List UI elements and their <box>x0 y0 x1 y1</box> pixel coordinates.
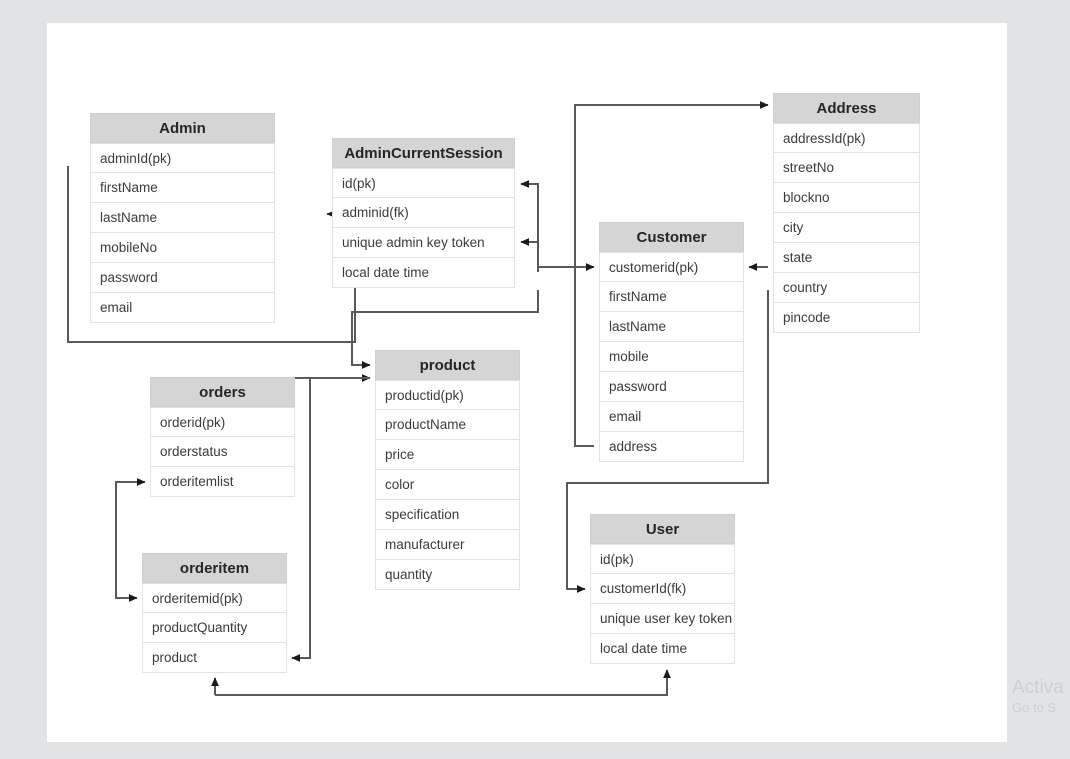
entity-admin-field-0: adminId(pk) <box>90 143 275 173</box>
entity-admincurrentsession-field-3: local date time <box>332 258 515 288</box>
entity-admin-field-1: firstName <box>90 173 275 203</box>
entity-user-title: User <box>590 514 735 544</box>
entity-customer-title: Customer <box>599 222 744 252</box>
entity-product-field-5: manufacturer <box>375 530 520 560</box>
entity-customer-field-5: email <box>599 402 744 432</box>
entity-customer-field-1: firstName <box>599 282 744 312</box>
entity-admincurrentsession-title: AdminCurrentSession <box>332 138 515 168</box>
entity-product-field-3: color <box>375 470 520 500</box>
entity-admin-field-3: mobileNo <box>90 233 275 263</box>
entity-user-field-1: customerId(fk) <box>590 574 735 604</box>
entity-admincurrentsession-field-2: unique admin key token <box>332 228 515 258</box>
entity-admincurrentsession[interactable]: AdminCurrentSession id(pk) adminid(fk) u… <box>332 138 515 288</box>
connector-trunk-to-session-id <box>520 180 539 272</box>
connector-session-to-product <box>351 322 371 369</box>
entity-customer-field-4: password <box>599 372 744 402</box>
entity-admin[interactable]: Admin adminId(pk) firstName lastName mob… <box>90 113 275 323</box>
entity-orderitem[interactable]: orderitem orderitemid(pk) productQuantit… <box>142 553 287 673</box>
entity-user-field-0: id(pk) <box>590 544 735 574</box>
entity-product-field-2: price <box>375 440 520 470</box>
entity-product[interactable]: product productid(pk) productName price … <box>375 350 520 590</box>
entity-admincurrentsession-field-0: id(pk) <box>332 168 515 198</box>
entity-admincurrentsession-field-1: adminid(fk) <box>332 198 515 228</box>
entity-address-field-1: streetNo <box>773 153 920 183</box>
entity-orders-field-2: orderitemlist <box>150 467 295 497</box>
watermark-subtitle: Go to S <box>1012 700 1057 715</box>
entity-address-field-5: country <box>773 273 920 303</box>
connector-orderitem-to-orders <box>115 478 146 490</box>
entity-address-title: Address <box>773 93 920 123</box>
entity-user-field-3: local date time <box>590 634 735 664</box>
entity-user[interactable]: User id(pk) customerId(fk) unique user k… <box>590 514 735 664</box>
entity-product-field-4: specification <box>375 500 520 530</box>
windows-activation-watermark: Activa Go to S <box>1012 676 1070 716</box>
connector-orders-to-orderitem <box>115 481 145 602</box>
connector-product-to-orderitem <box>291 377 370 662</box>
entity-customer-field-6: address <box>599 432 744 462</box>
entity-admin-title: Admin <box>90 113 275 143</box>
entity-customer-field-3: mobile <box>599 342 744 372</box>
entity-orders-field-1: orderstatus <box>150 437 295 467</box>
entity-product-title: product <box>375 350 520 380</box>
entity-customer[interactable]: Customer customerid(pk) firstName lastNa… <box>599 222 744 462</box>
entity-admin-field-2: lastName <box>90 203 275 233</box>
entity-orders-title: orders <box>150 377 295 407</box>
entity-user-field-2: unique user key token <box>590 604 735 634</box>
entity-product-field-1: productName <box>375 410 520 440</box>
entity-address[interactable]: Address addressId(pk) streetNo blockno c… <box>773 93 920 333</box>
connector-trunk-tail <box>351 290 539 322</box>
entity-admin-field-5: email <box>90 293 275 323</box>
entity-address-field-4: state <box>773 243 920 273</box>
entity-orderitem-field-1: productQuantity <box>142 613 287 643</box>
entity-address-field-0: addressId(pk) <box>773 123 920 153</box>
entity-address-field-2: blockno <box>773 183 920 213</box>
entity-orderitem-title: orderitem <box>142 553 287 583</box>
entity-address-field-6: pincode <box>773 303 920 333</box>
entity-product-field-0: productid(pk) <box>375 380 520 410</box>
entity-customer-field-2: lastName <box>599 312 744 342</box>
entity-product-field-6: quantity <box>375 560 520 590</box>
connector-orderitem-to-user <box>215 669 671 696</box>
entity-address-field-3: city <box>773 213 920 243</box>
entity-customer-field-0: customerid(pk) <box>599 252 744 282</box>
entity-orders[interactable]: orders orderid(pk) orderstatus orderitem… <box>150 377 295 497</box>
entity-orders-field-0: orderid(pk) <box>150 407 295 437</box>
watermark-title: Activa <box>1012 677 1064 698</box>
entity-orderitem-field-2: product <box>142 643 287 673</box>
entity-orderitem-field-0: orderitemid(pk) <box>142 583 287 613</box>
entity-admin-field-4: password <box>90 263 275 293</box>
